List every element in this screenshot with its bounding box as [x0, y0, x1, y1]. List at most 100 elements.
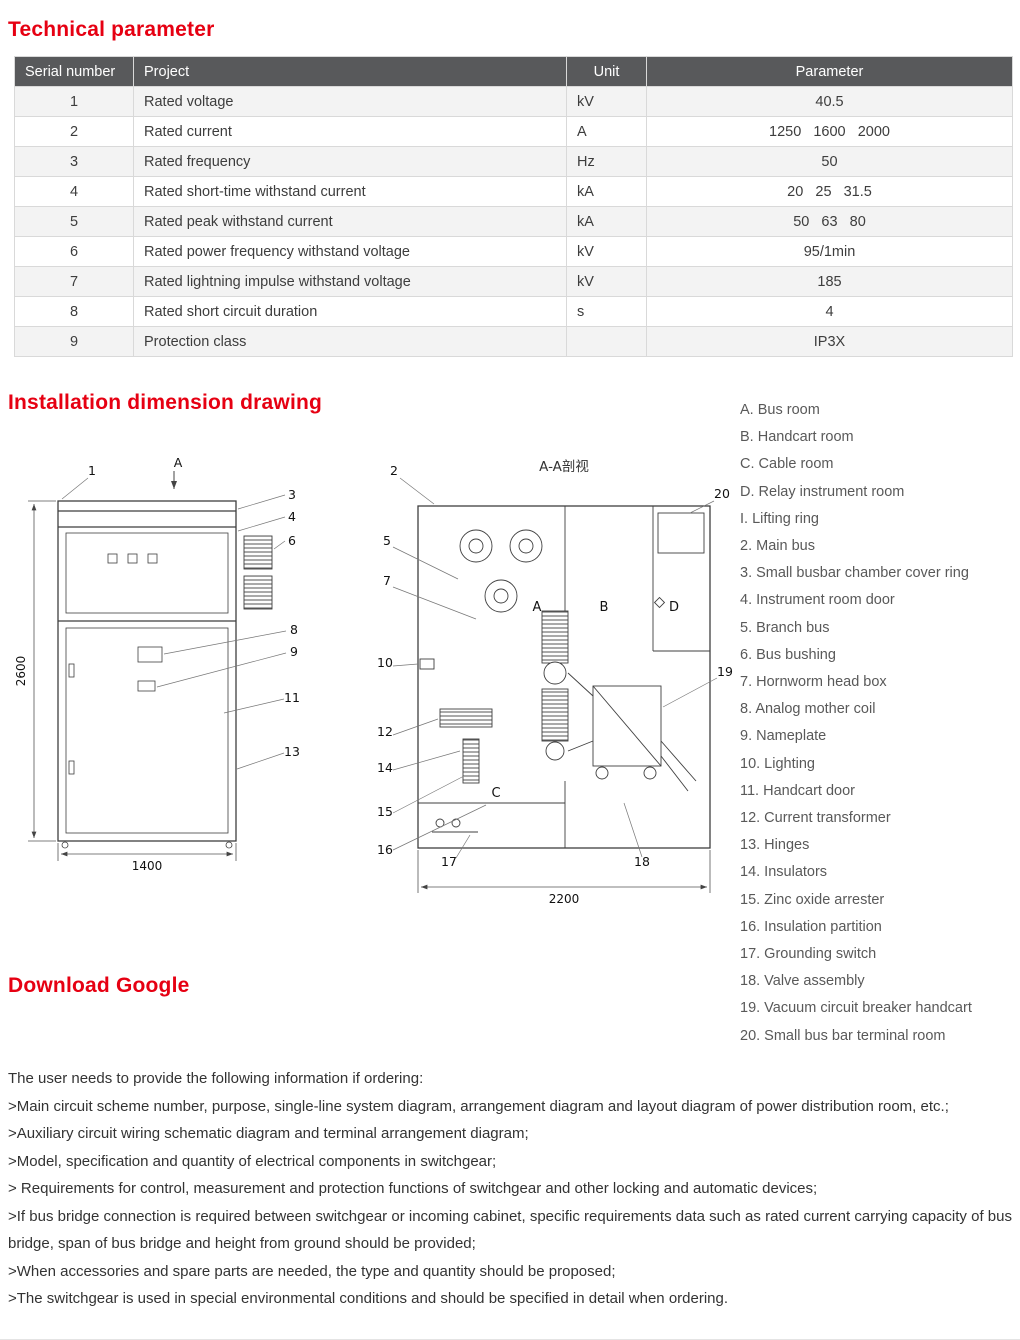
cell-serial-number: 3 [14, 146, 134, 177]
cell-serial-number: 1 [14, 86, 134, 117]
section-leader-lines [392, 477, 718, 859]
drawing-wrapper: 2600 1400 1 A [8, 451, 748, 916]
cell-unit: kA [566, 176, 647, 207]
legend-item: 13. Hinges [740, 837, 810, 854]
legend-item: A. Bus room [740, 402, 820, 418]
installation-dimension-title: Installation dimension drawing [8, 391, 323, 414]
cell-project: Rated short-time withstand current [133, 176, 567, 207]
legend-item: 4. Instrument room door [740, 592, 895, 609]
table-header-row: Serial number Project Unit Parameter [14, 56, 1013, 87]
legend-item: D. Relay instrument room [740, 483, 905, 500]
cell-parameter: 50 [646, 146, 1013, 177]
table-row: 4 Rated short-time withstand current kA … [14, 176, 1013, 207]
ordering-items: >Main circuit scheme number, purpose, si… [8, 1093, 1012, 1313]
cell-parameter: 50 63 80 [646, 206, 1013, 237]
section-callout-2: 2 [390, 463, 398, 478]
cell-unit: kV [566, 236, 647, 267]
front-callout-4: 4 [288, 509, 296, 524]
legend-item: 14. Insulators [740, 864, 828, 881]
download-google-title: Download Google [8, 974, 190, 997]
breaker-handcart-shape [567, 672, 697, 792]
table-row: 5 Rated peak withstand current kA 50 63 … [14, 206, 1013, 237]
cell-serial-number: 4 [14, 176, 134, 207]
legend-item: 2. Main bus [740, 538, 815, 555]
front-dimension-lines [28, 500, 237, 861]
ordering-item: >If bus bridge connection is required be… [8, 1207, 1012, 1253]
ordering-item: > Requirements for control, measurement … [8, 1180, 818, 1197]
section-callout-20: 20 [714, 486, 730, 501]
table-row: 3 Rated frequency Hz 50 [14, 146, 1013, 177]
cell-serial-number: 7 [14, 266, 134, 297]
section-callout-14: 14 [377, 760, 393, 775]
ordering-intro: The user needs to provide the following … [8, 1070, 424, 1087]
cell-parameter: 95/1min [646, 236, 1013, 267]
section-callout-15: 15 [377, 804, 393, 819]
legend-item: 20. Small bus bar terminal room [740, 1027, 946, 1044]
drawing-column: Installation dimension drawing [8, 391, 748, 998]
cell-parameter: 1250 1600 2000 [646, 116, 1013, 147]
installation-section: A. Bus room B. Handcart room C. Cable ro… [8, 391, 1012, 1051]
legend-item: 9. Nameplate [740, 728, 827, 745]
section-callout-7: 7 [383, 573, 391, 588]
cell-parameter: 20 25 31.5 [646, 176, 1013, 207]
technical-parameter-title: Technical parameter [8, 18, 215, 41]
ordering-item: >When accessories and spare parts are ne… [8, 1262, 616, 1280]
cell-unit: s [566, 296, 647, 327]
cell-project: Rated peak withstand current [133, 206, 567, 237]
section-view-structure [418, 506, 710, 848]
cell-serial-number: 6 [14, 236, 134, 267]
header-project: Project [133, 56, 567, 87]
cell-project: Rated current [133, 116, 567, 147]
legend-item: 5. Branch bus [740, 619, 830, 636]
room-label-b: B [600, 600, 609, 615]
front-callout-6: 6 [288, 533, 296, 548]
legend-item: 19. Vacuum circuit breaker handcart [740, 1000, 972, 1017]
legend-item: 7. Hornworm head box [740, 674, 887, 691]
table-row: 1 Rated voltage kV 40.5 [14, 86, 1013, 117]
cell-project: Rated frequency [133, 146, 567, 177]
section-width-dimension: 2200 [549, 892, 580, 906]
section-callout-12: 12 [377, 724, 393, 739]
table-row: 2 Rated current A 1250 1600 2000 [14, 116, 1013, 147]
cell-serial-number: 9 [14, 326, 134, 357]
legend-item: 10. Lighting [740, 755, 815, 772]
header-parameter: Parameter [646, 56, 1013, 87]
front-leader-lines [61, 477, 287, 770]
table-row: 8 Rated short circuit duration s 4 [14, 296, 1013, 327]
cell-unit: kV [566, 266, 647, 297]
front-view-details [61, 532, 233, 849]
cell-unit: A [566, 116, 647, 147]
room-label-d: D [669, 600, 679, 615]
cell-project: Rated voltage [133, 86, 567, 117]
ordering-item: >Main circuit scheme number, purpose, si… [8, 1097, 949, 1115]
legend-item: 15. Zinc oxide arrester [740, 891, 885, 908]
legend-item: 3. Small busbar chamber cover ring [740, 565, 969, 582]
section-view-title: A-A剖视 [539, 459, 589, 475]
front-callout-13: 13 [284, 744, 300, 759]
legend-item: I. Lifting ring [740, 510, 819, 527]
section-callout-10: 10 [377, 655, 393, 670]
cell-project: Rated short circuit duration [133, 296, 567, 327]
cell-unit: kA [566, 206, 647, 237]
ordering-item: >The switchgear is used in special envir… [8, 1290, 729, 1307]
ordering-item: >Auxiliary circuit wiring schematic diag… [8, 1125, 529, 1142]
front-height-dimension: 2600 [14, 656, 28, 687]
grounding-switch-shape [432, 818, 478, 833]
cell-serial-number: 2 [14, 116, 134, 147]
legend-item: 6. Bus bushing [740, 646, 836, 663]
legend-item: 12. Current transformer [740, 810, 891, 827]
front-callout-11: 11 [284, 690, 300, 705]
cell-parameter: IP3X [646, 326, 1013, 357]
cell-serial-number: 8 [14, 296, 134, 327]
legend-item: 16. Insulation partition [740, 918, 882, 935]
ordering-item: >Model, specification and quantity of el… [8, 1152, 497, 1170]
legend-item: 8. Analog mother coil [740, 701, 876, 718]
front-callout-8: 8 [290, 622, 298, 637]
cell-serial-number: 5 [14, 206, 134, 237]
room-label-c: C [491, 786, 500, 801]
table-row: 6 Rated power frequency withstand voltag… [14, 236, 1013, 267]
cut-plane-label: A [174, 455, 183, 470]
table-row: 9 Protection class IP3X [14, 326, 1013, 357]
header-serial-number: Serial number [14, 56, 134, 87]
